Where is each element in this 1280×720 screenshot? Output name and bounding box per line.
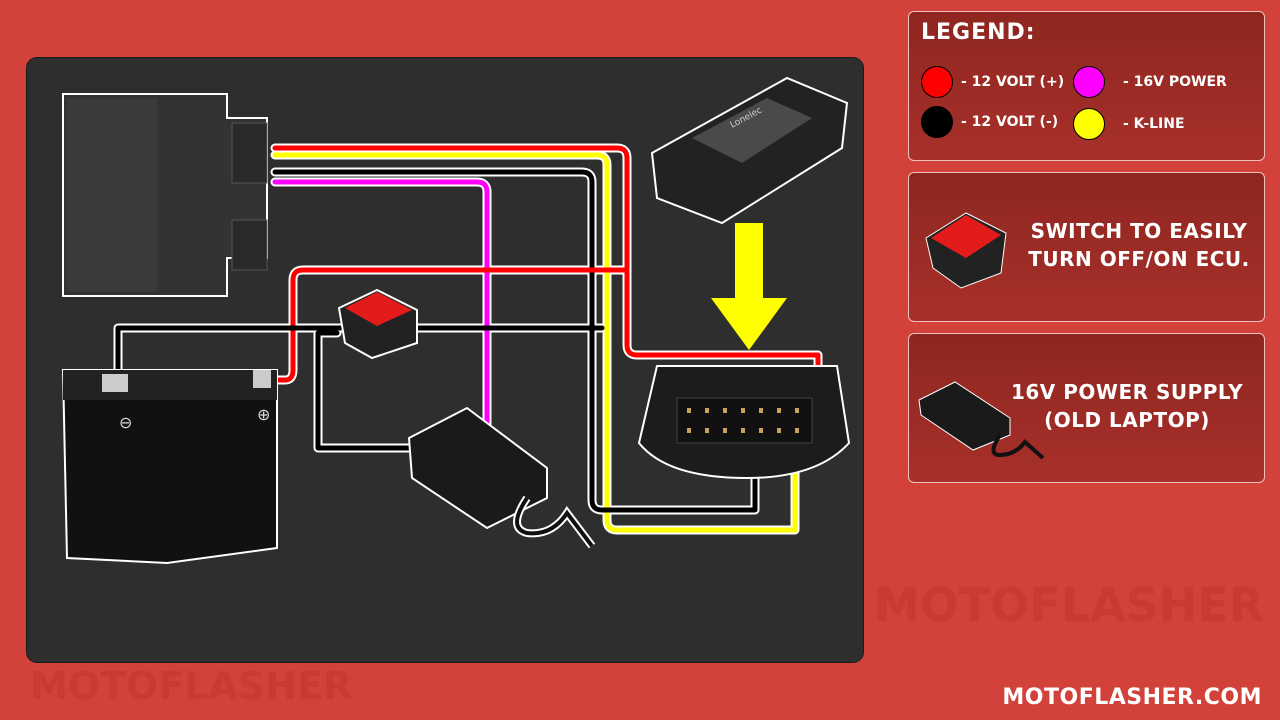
battery-icon: ⊖ ⊕ (61, 369, 278, 565)
wire-ground-battery (115, 325, 605, 379)
battery-negative-terminal: ⊖ (119, 413, 132, 432)
wire-12v-positive-battery (269, 267, 628, 383)
arrow-down-icon (711, 223, 787, 350)
magenta-dot-icon (1073, 66, 1105, 98)
ecu-icon (62, 93, 268, 297)
wire-switch-loop (315, 330, 415, 451)
switch-line-1: SWITCH TO EASILY (1030, 219, 1248, 243)
legend-label: - 16V POWER (1123, 74, 1227, 90)
red-dot-icon (921, 66, 953, 98)
battery-positive-terminal: ⊕ (257, 405, 270, 424)
footer-site-url: MOTOFLASHER.COM (1002, 685, 1262, 710)
power-line-2: (OLD LAPTOP) (1044, 408, 1210, 432)
legend-title: LEGEND: (921, 20, 1036, 45)
power-supply-description: 16V POWER SUPPLY (OLD LAPTOP) (1009, 378, 1245, 434)
wire-12v-positive (272, 145, 821, 403)
legend-item-12v-negative: - 12 VOLT (-) (921, 106, 1058, 138)
wiring-diagram: Lonelec ⊖ ⊕ (27, 58, 863, 662)
legend-item-16v-power: - 16V POWER (1073, 66, 1227, 98)
rocker-switch-icon (337, 288, 418, 360)
watermark: MOTOFLASHER (30, 664, 353, 708)
legend-label: - K-LINE (1123, 116, 1185, 132)
legend-item-12v-positive: - 12 VOLT (+) (921, 66, 1064, 98)
legend-panel: LEGEND: - 12 VOLT (+) - 12 VOLT (-) - 16… (908, 11, 1265, 161)
power-supply-icon (407, 406, 596, 549)
black-dot-icon (921, 106, 953, 138)
legend-label: - 12 VOLT (-) (961, 114, 1059, 130)
obd-interface-icon: Lonelec (650, 76, 849, 225)
rocker-switch-icon (925, 212, 1007, 289)
power-supply-panel: 16V POWER SUPPLY (OLD LAPTOP) (908, 333, 1265, 483)
switch-description: SWITCH TO EASILY TURN OFF/ON ECU. (1021, 217, 1257, 273)
switch-panel: SWITCH TO EASILY TURN OFF/ON ECU. (908, 172, 1265, 322)
power-line-1: 16V POWER SUPPLY (1010, 380, 1244, 404)
wire-12v-negative (272, 169, 758, 513)
yellow-dot-icon (1073, 108, 1105, 140)
power-supply-icon (918, 381, 1045, 460)
switch-line-2: TURN OFF/ON ECU. (1028, 247, 1250, 271)
wire-16v-power (272, 179, 490, 431)
wire-k-line (272, 152, 798, 533)
watermark: MOTOFLASHER (874, 578, 1265, 632)
obd-port-icon (637, 365, 851, 480)
legend-label: - 12 VOLT (+) (961, 74, 1065, 90)
legend-item-k-line: - K-LINE (1073, 108, 1185, 140)
